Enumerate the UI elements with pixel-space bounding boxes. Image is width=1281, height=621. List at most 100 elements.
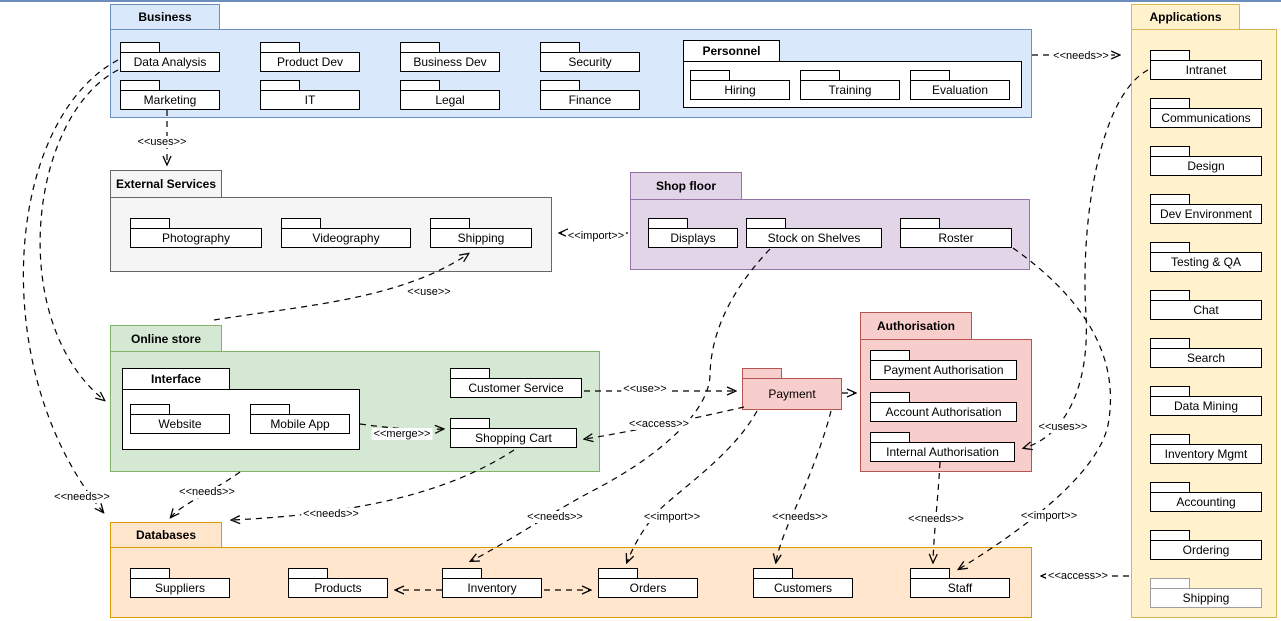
node-payment-authorisation[interactable]: Payment Authorisation [870, 350, 1017, 380]
node-label: Mobile App [250, 414, 350, 434]
node-design[interactable]: Design [1150, 146, 1262, 176]
node-customers[interactable]: Customers [753, 568, 853, 598]
edge-dataanalysis-onlinestore [39, 69, 119, 400]
node-hiring[interactable]: Hiring [690, 70, 790, 100]
node-data-mining[interactable]: Data Mining [1150, 386, 1262, 416]
node-legal[interactable]: Legal [400, 80, 500, 110]
edge-label-access: <<access>> [1046, 570, 1110, 582]
node-search[interactable]: Search [1150, 338, 1262, 368]
node-roster[interactable]: Roster [900, 218, 1012, 248]
edge-label-needs: <<needs>> [1051, 50, 1111, 62]
node-mobile-app[interactable]: Mobile App [250, 404, 350, 434]
node-label: Ordering [1150, 540, 1262, 560]
package-applications-tab[interactable]: Applications [1131, 4, 1240, 30]
edge-label-use: <<use>> [621, 383, 669, 395]
node-label: Search [1150, 348, 1262, 368]
package-authorisation-tab[interactable]: Authorisation [860, 312, 972, 340]
node-customer-service[interactable]: Customer Service [450, 368, 582, 398]
node-label: IT [260, 90, 360, 110]
node-label: Training [800, 80, 900, 100]
node-label: Shipping [1150, 588, 1262, 608]
node-label: Intranet [1150, 60, 1262, 80]
node-videography[interactable]: Videography [281, 218, 411, 248]
package-interface-tab[interactable]: Interface [122, 368, 230, 390]
edge-label-use: <<use>> [405, 286, 453, 298]
package-databases-body[interactable] [110, 547, 1032, 618]
node-label: Chat [1150, 300, 1262, 320]
node-shipping-app[interactable]: Shipping [1150, 578, 1262, 608]
edge-label-import: <<import>> [641, 511, 703, 523]
edge-label-uses: <<uses>> [135, 136, 189, 148]
edge-import-payment-orders [627, 410, 758, 562]
package-shop-floor-tab[interactable]: Shop floor [630, 172, 742, 200]
node-label: Data Analysis [120, 52, 220, 72]
node-account-authorisation[interactable]: Account Authorisation [870, 392, 1017, 422]
package-business-tab[interactable]: Business [110, 4, 220, 30]
node-photography[interactable]: Photography [130, 218, 262, 248]
node-label: Business Dev [400, 52, 500, 72]
edge-uses-intranet-internalauth [1024, 69, 1149, 448]
node-label: Customers [753, 578, 853, 598]
node-training[interactable]: Training [800, 70, 900, 100]
node-dev-environment[interactable]: Dev Environment [1150, 194, 1262, 224]
node-label: Suppliers [130, 578, 230, 598]
node-label: Security [540, 52, 640, 72]
edge-label-access: <<access>> [627, 418, 691, 430]
node-inventory[interactable]: Inventory [442, 568, 542, 598]
node-ordering[interactable]: Ordering [1150, 530, 1262, 560]
node-evaluation[interactable]: Evaluation [910, 70, 1010, 100]
edge-label-import: <<import>> [565, 230, 627, 242]
node-communications[interactable]: Communications [1150, 98, 1262, 128]
node-label: Inventory [442, 578, 542, 598]
node-inventory-mgmt[interactable]: Inventory Mgmt [1150, 434, 1262, 464]
node-orders[interactable]: Orders [598, 568, 698, 598]
node-label: Evaluation [910, 80, 1010, 100]
package-personnel-tab[interactable]: Personnel [683, 40, 780, 62]
node-label: Hiring [690, 80, 790, 100]
node-shipping-external[interactable]: Shipping [430, 218, 532, 248]
edge-needs-dataanalysis-databases [22, 59, 119, 512]
node-finance[interactable]: Finance [540, 80, 640, 110]
node-marketing[interactable]: Marketing [120, 80, 220, 110]
node-label: Inventory Mgmt [1150, 444, 1262, 464]
node-intranet[interactable]: Intranet [1150, 50, 1262, 80]
node-website[interactable]: Website [130, 404, 230, 434]
node-business-dev[interactable]: Business Dev [400, 42, 500, 72]
node-it[interactable]: IT [260, 80, 360, 110]
node-data-analysis[interactable]: Data Analysis [120, 42, 220, 72]
node-testing-qa[interactable]: Testing & QA [1150, 242, 1262, 272]
edge-label-needs: <<needs>> [770, 511, 830, 523]
node-label: Stock on Shelves [746, 228, 882, 248]
node-label: Dev Environment [1150, 204, 1262, 224]
node-label: Payment Authorisation [870, 360, 1017, 380]
node-stock-on-shelves[interactable]: Stock on Shelves [746, 218, 882, 248]
node-label: Videography [281, 228, 411, 248]
node-label: Testing & QA [1150, 252, 1262, 272]
package-online-store-tab[interactable]: Online store [110, 325, 222, 352]
node-accounting[interactable]: Accounting [1150, 482, 1262, 512]
package-databases-tab[interactable]: Databases [110, 522, 222, 548]
package-external-services-tab[interactable]: External Services [110, 170, 222, 198]
node-label: Roster [900, 228, 1012, 248]
node-product-dev[interactable]: Product Dev [260, 42, 360, 72]
node-label: Finance [540, 90, 640, 110]
edge-label-needs: <<needs>> [525, 511, 585, 523]
node-shopping-cart[interactable]: Shopping Cart [450, 418, 577, 448]
node-label: Photography [130, 228, 262, 248]
node-label: Shipping [430, 228, 532, 248]
node-suppliers[interactable]: Suppliers [130, 568, 230, 598]
edge-label-uses: <<uses>> [1036, 421, 1090, 433]
node-security[interactable]: Security [540, 42, 640, 72]
node-label: Customer Service [450, 378, 582, 398]
node-label: Orders [598, 578, 698, 598]
node-staff[interactable]: Staff [910, 568, 1010, 598]
node-chat[interactable]: Chat [1150, 290, 1262, 320]
node-label: Communications [1150, 108, 1262, 128]
node-displays[interactable]: Displays [648, 218, 738, 248]
node-label: Website [130, 414, 230, 434]
node-payment[interactable]: Payment [742, 368, 842, 410]
node-products[interactable]: Products [288, 568, 388, 598]
node-internal-authorisation[interactable]: Internal Authorisation [870, 432, 1015, 462]
node-label: Shopping Cart [450, 428, 577, 448]
